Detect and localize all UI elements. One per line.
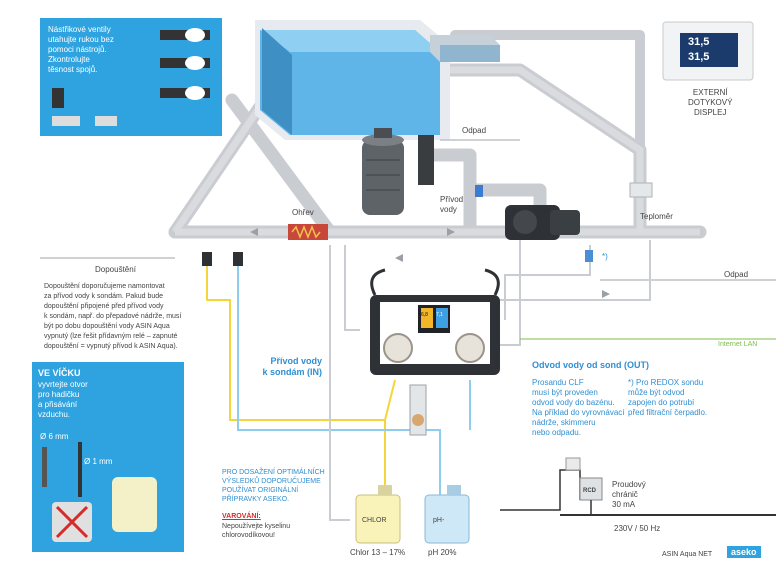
ph-caption: pH 20% bbox=[428, 548, 457, 557]
chlorine-container bbox=[355, 485, 401, 544]
clf-note: Prosandu CLF musí být proveden odvod vod… bbox=[532, 378, 625, 437]
protection-text: Proudový chránič 30 mA bbox=[612, 480, 646, 509]
warning-title: VAROVÁNÍ: bbox=[222, 513, 261, 520]
flow-arrows bbox=[250, 228, 610, 298]
warning-text: Nepoužívejte kyselinu chlorovodíkovou! bbox=[222, 523, 291, 539]
odpad-top-label: Odpad bbox=[462, 126, 487, 135]
lid-panel-text: vyvrtejte otvor pro hadičku a přisávání … bbox=[38, 380, 88, 419]
ph-container-label: pH- bbox=[433, 517, 445, 524]
external-display-label: EXTERNÍ DOTYKOVÝ DISPLEJ bbox=[688, 88, 733, 117]
chemical-lines bbox=[206, 260, 471, 500]
electrical-supply bbox=[500, 457, 776, 516]
device-screen-left: 6,8 bbox=[421, 312, 428, 318]
nozzle-panel: Nástřikové ventily utahujte rukou bez po… bbox=[40, 18, 222, 136]
voltage-label: 230V / 50 Hz bbox=[614, 524, 661, 533]
nozzle-panel-text: Nástřikové ventily utahujte rukou bez po… bbox=[48, 25, 114, 74]
drain-lines bbox=[40, 139, 776, 281]
lid-dim-small: Ø 1 mm bbox=[84, 457, 113, 466]
dopousteni-note: Dopouštění doporučujeme namontovat za př… bbox=[44, 283, 182, 350]
pipe-inner bbox=[172, 66, 700, 236]
pump bbox=[505, 205, 580, 240]
pool bbox=[255, 20, 450, 140]
filter bbox=[362, 128, 434, 215]
chlor-container-label: CHLOR bbox=[362, 517, 387, 524]
privod-k-sondam-label: Přívod vody k sondám (IN) bbox=[262, 356, 322, 377]
asterisk-label: *) bbox=[602, 252, 608, 261]
chemicals-note: PRO DOSAŽENÍ OPTIMÁLNÍCH VÝSLEDKŮ DOPORU… bbox=[222, 469, 325, 503]
probe-holder bbox=[409, 384, 427, 436]
dosing-device bbox=[370, 268, 500, 375]
redox-note: *) Pro REDOX sondu může být odvod zapoje… bbox=[628, 378, 708, 417]
heater bbox=[288, 224, 328, 240]
teplomer-label: Teploměr bbox=[640, 212, 673, 221]
display-value-2: 31,5 bbox=[688, 51, 710, 63]
ohrev-label: Ohřev bbox=[292, 208, 314, 217]
display-value-1: 31,5 bbox=[688, 36, 710, 48]
lid-panel: VE VÍČKU vyvrtejte otvor pro hadičku a p… bbox=[32, 362, 184, 552]
device-screen-right: 7,1 bbox=[436, 312, 443, 318]
nozzle-illustration-icon bbox=[52, 28, 210, 126]
chlor-caption: Chlor 13 – 17% bbox=[350, 548, 406, 557]
dopousteni-label: Dopouštění bbox=[95, 265, 136, 274]
balance-tank bbox=[430, 35, 500, 62]
lid-panel-title: VE VÍČKU bbox=[38, 368, 81, 378]
ph-container bbox=[424, 485, 470, 544]
privod-vody-label: Přívod vody bbox=[440, 195, 464, 214]
thermometer-fitting bbox=[629, 182, 653, 198]
odvod-od-sond-label: Odvod vody od sond (OUT) bbox=[532, 360, 649, 370]
odpad-right-label: Odpad bbox=[724, 270, 749, 279]
brand-logo: aseko bbox=[727, 546, 761, 558]
valves bbox=[202, 185, 593, 266]
internet-lan-label: Internet LAN bbox=[718, 341, 758, 348]
display-frame bbox=[662, 21, 754, 81]
lid-dim-large: Ø 6 mm bbox=[40, 432, 69, 441]
rcd-label: RCD bbox=[583, 488, 596, 494]
lid-illustration-icon bbox=[42, 442, 157, 542]
footer-product: ASIN Aqua NET bbox=[662, 551, 713, 558]
